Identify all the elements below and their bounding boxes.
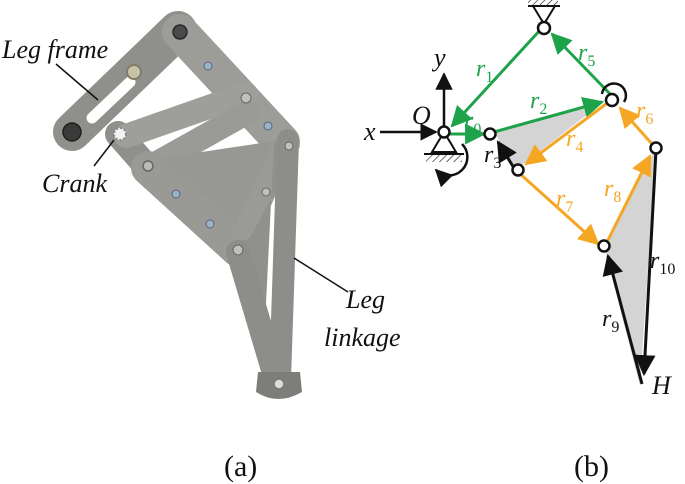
joint-r3 [511, 163, 525, 177]
label-leg-linkage-2: linkage [324, 323, 401, 352]
label-r10: r10 [650, 248, 675, 278]
axis-x-label: x [363, 117, 376, 146]
joint-frame-pivot [62, 122, 82, 142]
label-r0: r0 [464, 108, 481, 138]
vector-r3 [496, 140, 517, 169]
label-r5: r5 [578, 40, 595, 70]
leader-leg-frame [55, 63, 99, 101]
panel-b-diagram: y x O r1 r5 r2 r0 r3 r4 r6 [363, 0, 675, 400]
bolt-right [284, 141, 294, 151]
label-r8: r8 [604, 176, 621, 206]
coupler-upper [114, 82, 258, 148]
joint-knee [597, 239, 611, 253]
leader-leg-linkage [293, 257, 349, 293]
joint-ground-top [536, 20, 552, 36]
vector-r10 [634, 149, 658, 377]
link-body-2 [604, 148, 656, 386]
vector-r1 [450, 26, 544, 128]
joint-crank [113, 127, 127, 141]
leader-crank [93, 139, 115, 167]
joint-upper-right-ring [600, 82, 628, 103]
leg-shank [228, 140, 300, 384]
vector-r4 [524, 102, 607, 166]
vector-r8 [604, 154, 652, 245]
label-r4: r4 [566, 126, 583, 156]
caption-a: (a) [224, 450, 257, 483]
foot-bolt [273, 378, 285, 390]
panel-a-mechanism: Leg frame Crank Leg linkage [1, 11, 401, 399]
joint-upper-right [604, 92, 620, 108]
label-r9: r9 [602, 306, 619, 336]
origin-label: O [412, 101, 431, 130]
joint-top [172, 24, 188, 40]
joint-frame-slot [126, 64, 142, 80]
crank-rotation-arrow [434, 143, 469, 188]
label-r1: r1 [476, 56, 493, 86]
vector-r5 [550, 32, 614, 98]
axis-y-label: y [431, 43, 446, 72]
leg-shank-edge-2 [269, 129, 299, 391]
bolt-upper-3 [263, 121, 273, 131]
vector-r7 [516, 170, 600, 246]
vector-r2 [493, 96, 605, 134]
ground-support-origin [424, 130, 464, 162]
label-r3: r3 [484, 142, 501, 172]
joint-origin [437, 125, 451, 139]
bolt-mid-1 [171, 189, 181, 199]
bolt-mid-2 [205, 219, 215, 229]
middle-link [131, 151, 255, 267]
caption-b: (b) [574, 450, 609, 483]
joint-crank-end [142, 160, 154, 172]
label-r6: r6 [636, 98, 653, 128]
bolt-upper-1 [203, 61, 213, 71]
leg-frame-slot [86, 76, 136, 124]
label-r2: r2 [530, 88, 547, 118]
bolt-side [261, 187, 271, 197]
ground-support-top [528, 0, 560, 26]
label-crank: Crank [42, 169, 107, 198]
label-leg-frame: Leg frame [1, 35, 108, 64]
leg-shank-edge [226, 240, 288, 392]
link-body-1 [494, 100, 606, 170]
label-foot-h: H [651, 371, 672, 400]
bolt-mid-3 [232, 244, 244, 256]
joint-right [649, 141, 663, 155]
label-r7: r7 [556, 186, 573, 216]
joint-crank-tip [483, 127, 497, 141]
vector-r6 [618, 106, 654, 145]
label-leg-linkage-1: Leg [345, 285, 385, 314]
bolt-upper-2 [240, 92, 252, 104]
